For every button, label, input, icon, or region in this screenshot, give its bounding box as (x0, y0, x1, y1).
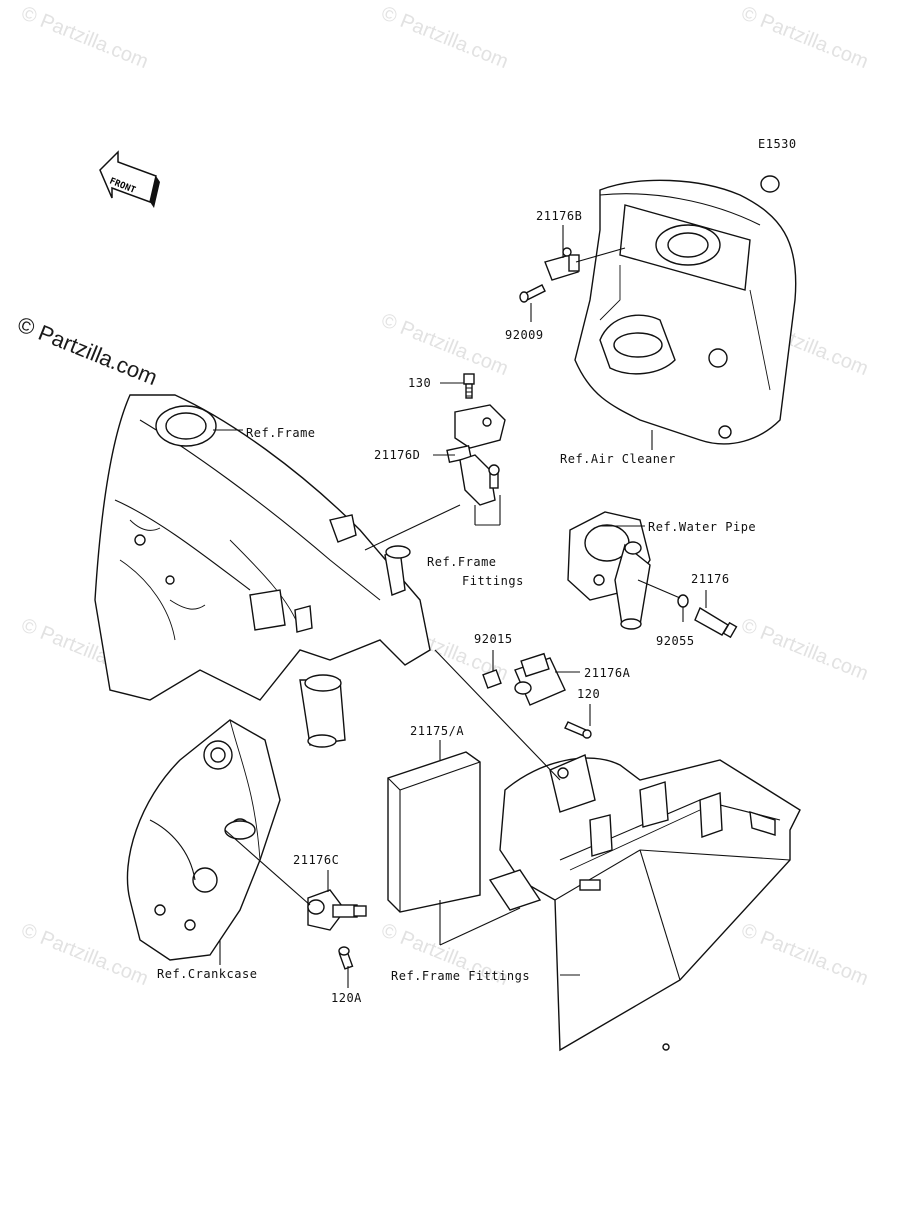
copyright-mark: © Partzilla.com (14, 311, 161, 390)
label-ref-air-cleaner: Ref.Air Cleaner (560, 452, 676, 466)
label-21176a: 21176A (584, 666, 631, 680)
sensor-21176 (694, 606, 738, 639)
label-ref-water-pipe: Ref.Water Pipe (648, 520, 756, 534)
label-92009: 92009 (505, 328, 544, 342)
sensor-21176d (446, 404, 506, 463)
ecu-21175a (387, 751, 481, 913)
label-ref-crankcase: Ref.Crankcase (157, 967, 257, 981)
label-21176b: 21176B (536, 209, 582, 223)
label-ref-frame-fittings-bottom: Ref.Frame Fittings (391, 969, 530, 983)
watermark: © Partzilla.com (18, 2, 151, 73)
screw-120 (564, 721, 592, 739)
sensor-21176c (307, 889, 367, 931)
sensor-21176a (514, 652, 566, 706)
washer-92055 (677, 594, 689, 608)
air-cleaner-drawing (574, 175, 797, 445)
bracket (459, 454, 500, 506)
label-92015: 92015 (474, 632, 513, 646)
screw-92009 (519, 284, 546, 303)
frame-drawing (94, 394, 431, 748)
bolt-130 (463, 373, 475, 399)
watermark: © Partzilla.com (738, 614, 871, 685)
front-arrow-icon: FRONT (99, 150, 160, 208)
screw-120a (338, 946, 354, 970)
label-120a: 120A (331, 991, 362, 1005)
label-ref-frame-fittings-line2: Fittings (462, 574, 524, 588)
watermark: © Partzilla.com (738, 919, 871, 990)
label-21176: 21176 (691, 572, 730, 586)
label-ref-frame: Ref.Frame (246, 426, 316, 440)
label-21176d: 21176D (374, 448, 420, 462)
label-92055: 92055 (656, 634, 695, 648)
watermark: © Partzilla.com (738, 2, 871, 73)
diagram-code: E1530 (758, 137, 797, 151)
label-21175a: 21175/A (410, 724, 464, 738)
water-pipe-drawing (567, 511, 651, 630)
label-130: 130 (408, 376, 431, 390)
label-21176c: 21176C (293, 853, 339, 867)
battery-case-drawing (488, 754, 801, 1052)
watermark: © Partzilla.com (18, 919, 151, 990)
label-120: 120 (577, 687, 600, 701)
watermark: © Partzilla.com (378, 309, 511, 380)
watermark: © Partzilla.com (378, 2, 511, 73)
sensor-21176b (544, 247, 580, 281)
collar-92015 (482, 669, 502, 689)
label-ref-frame-fittings-line1: Ref.Frame (427, 555, 497, 569)
leader-lines (213, 225, 707, 988)
crankcase-drawing (126, 719, 281, 961)
